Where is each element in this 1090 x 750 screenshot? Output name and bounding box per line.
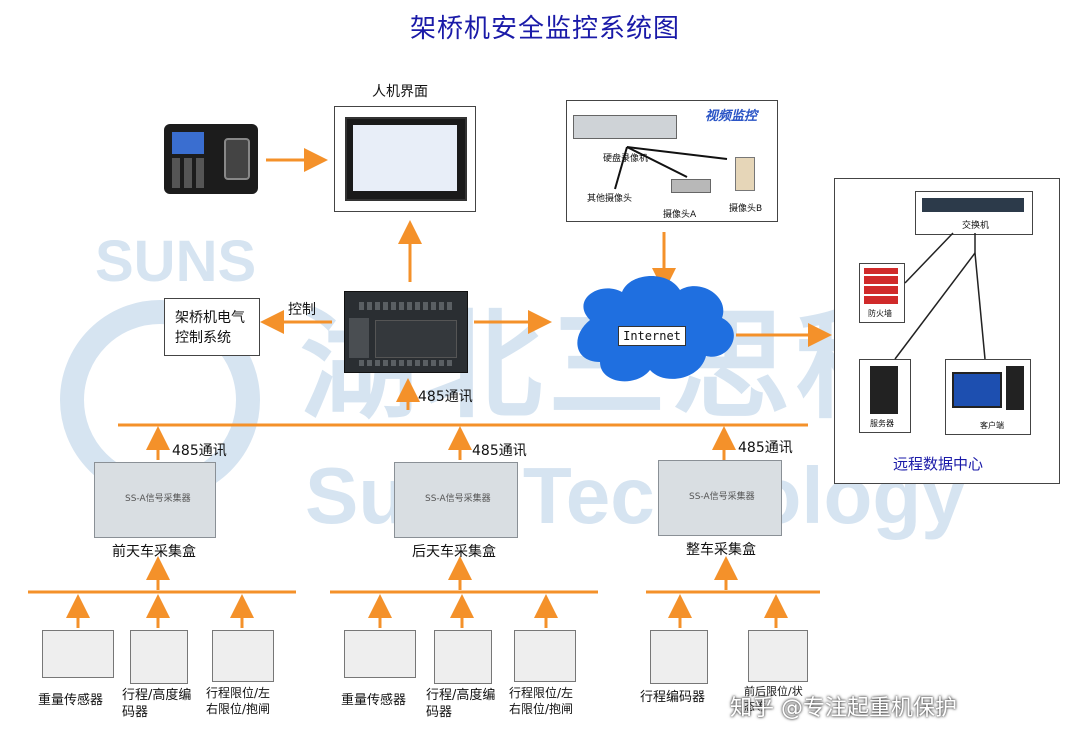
rear-sensor-label-1: 重量传感器 <box>341 693 407 708</box>
whole-collector-label: 整车采集盒 <box>686 542 756 558</box>
rear-collector-box: SS-A信号采集器 <box>394 462 518 538</box>
client-label: 客户端 <box>980 421 1004 430</box>
rear-sensor-label-3: 行程限位/左右限位/抱闸 <box>509 686 574 716</box>
encoder-front <box>130 630 188 684</box>
client-pc-icon: 客户端 <box>945 359 1031 435</box>
watermark-suns: SUNS <box>95 229 257 294</box>
front-sensor-label-2: 行程/高度编码器 <box>122 688 192 720</box>
front-collector-text: SS-A信号采集器 <box>125 494 191 504</box>
video-monitoring-panel: 视频监控 硬盘录像机 其他摄像头 摄像头A 摄像头B <box>566 100 778 222</box>
camera-b-label: 摄像头B <box>729 204 763 214</box>
limit-switch-rear <box>514 630 576 682</box>
camera-cables <box>614 146 728 190</box>
limit-switch-front <box>212 630 274 682</box>
rear-collector-label: 后天车采集盒 <box>412 544 496 560</box>
server-label: 服务器 <box>870 419 894 428</box>
front-sensor-label-3: 行程限位/左右限位/抱闸 <box>206 686 271 716</box>
hmi-screen <box>345 117 467 201</box>
fingerprint-device <box>164 124 258 194</box>
rear-collector-text: SS-A信号采集器 <box>425 494 491 504</box>
electrical-control-box: 架桥机电气 控制系统 <box>164 298 260 356</box>
whole-comm-label: 485通讯 <box>738 440 793 456</box>
camera-a-label: 摄像头A <box>663 210 697 220</box>
footer-watermark: 知乎 @专注起重机保护 <box>730 696 957 721</box>
internet-label: Internet <box>623 329 681 343</box>
whole-collector-text: SS-A信号采集器 <box>689 492 755 502</box>
remote-data-center: 交换机 防火墙 服务器 客户端 远程数据中心 <box>834 178 1060 484</box>
front-collector-label: 前天车采集盒 <box>112 544 196 560</box>
other-camera-label: 其他摄像头 <box>587 194 633 204</box>
remote-network-links <box>894 232 986 360</box>
control-arrow-label: 控制 <box>288 302 316 318</box>
electrical-label-2: 控制系统 <box>175 330 231 346</box>
whole-sensor-label-2: 前后限位/状态等 <box>744 685 803 713</box>
rear-comm-label: 485通讯 <box>472 443 527 459</box>
front-sensor-label-1: 重量传感器 <box>38 693 104 708</box>
rear-sensor-label-2: 行程/高度编码器 <box>426 688 496 720</box>
page-title: 架桥机安全监控系统图 <box>409 14 680 44</box>
fingerprint-screen <box>172 132 204 154</box>
front-collector-box: SS-A信号采集器 <box>94 462 216 538</box>
front-comm-label: 485通讯 <box>172 443 227 459</box>
camera-a-icon <box>671 179 711 193</box>
internet-label-box: Internet <box>618 326 686 346</box>
whole-sensor-label-1: 行程编码器 <box>640 690 706 705</box>
electrical-label-1: 架桥机电气 <box>175 310 245 326</box>
fingerprint-sensor-icon <box>224 138 250 180</box>
hmi-panel <box>334 106 476 212</box>
camera-b-icon <box>735 157 755 191</box>
dvr-icon <box>573 115 677 139</box>
weight-sensor-rear <box>344 630 416 678</box>
whole-collector-box: SS-A信号采集器 <box>658 460 782 536</box>
weight-sensor-front <box>42 630 114 678</box>
server-icon: 服务器 <box>859 359 911 433</box>
firewall-label: 防火墙 <box>868 309 892 318</box>
hmi-label: 人机界面 <box>372 84 428 100</box>
fingerprint-keypad <box>172 158 208 188</box>
plc-device <box>344 291 468 373</box>
switch-icon: 交换机 <box>915 191 1033 235</box>
dvr-label: 硬盘录像机 <box>603 154 649 164</box>
remote-label: 远程数据中心 <box>893 455 984 473</box>
switch-label: 交换机 <box>962 221 990 231</box>
firewall-icon: 防火墙 <box>859 263 905 323</box>
plc-comm-label: 485通讯 <box>418 389 473 405</box>
encoder-rear <box>434 630 492 684</box>
video-title: 视频监控 <box>705 109 758 124</box>
limit-switch-whole <box>748 630 808 682</box>
encoder-whole <box>650 630 708 684</box>
